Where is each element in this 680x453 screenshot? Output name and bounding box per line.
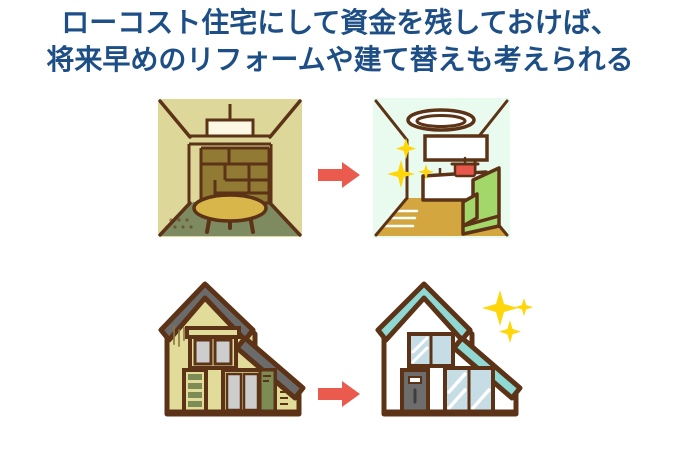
old-house-upper-window-pane-right [213, 338, 233, 366]
sparkle-icon-large [387, 160, 415, 188]
sparkle-icon-group [482, 290, 533, 343]
sparkle-icon-small [515, 298, 533, 316]
transition-arrow-rooms [316, 160, 362, 190]
old-room-dirt-dots [165, 218, 193, 229]
old-room-table [192, 193, 268, 234]
sparkle-icon-large [482, 290, 518, 326]
sparkle-icon-medium [499, 320, 521, 343]
old-house-wall-marks [280, 391, 288, 405]
renovated-interior-room-illustration [373, 98, 510, 238]
new-house-upper-window-shine [411, 336, 429, 364]
old-room-ceiling-light [205, 118, 255, 138]
page-title-line-1: ローコスト住宅にして資金を残しておけば、 [61, 7, 619, 38]
page-title-line-2: 将来早めのリフォームや建て替えも考えられる [46, 44, 634, 75]
new-house-door-window [408, 376, 422, 384]
old-room-svg [158, 99, 302, 237]
old-house-shutter-marks [263, 375, 271, 382]
old-house-upper-window-awning [185, 326, 241, 339]
old-house-upper-window-pane-left [193, 338, 213, 366]
arrow-right-icon [318, 162, 360, 188]
old-house-illustration [157, 281, 307, 420]
old-room-table-top [192, 193, 268, 223]
old-house-lower-window-pane-2 [242, 372, 260, 412]
new-room-ceiling-light-inner [415, 114, 467, 128]
sparkle-icon-small [418, 164, 434, 180]
sparkle-icon-medium [396, 138, 416, 159]
arrow-right-icon [318, 381, 360, 407]
new-house-lower-window-shine [447, 372, 491, 410]
old-interior-room-illustration [157, 98, 303, 238]
arrow-right-shape [318, 162, 360, 188]
transition-arrow-houses [316, 379, 362, 409]
old-house-louvre-slats [188, 374, 202, 407]
new-room-pot [450, 156, 480, 178]
new-room-wall-cabinet [423, 134, 489, 162]
new-house-svg [375, 281, 533, 417]
old-room-corner-lines [158, 99, 302, 237]
rebuilt-house-illustration [372, 280, 534, 420]
arrow-right-shape [318, 381, 360, 407]
page-title: ローコスト住宅にして資金を残しておけば、 将来早めのリフォームや建て替えも考えら… [0, 4, 680, 78]
old-house-lower-window-pane-1 [225, 372, 243, 412]
old-house-svg [158, 281, 306, 417]
sparkle-icon-group [387, 138, 434, 188]
new-room-svg [373, 98, 510, 238]
old-room-partition [187, 142, 273, 204]
new-room-sofa [461, 166, 501, 236]
